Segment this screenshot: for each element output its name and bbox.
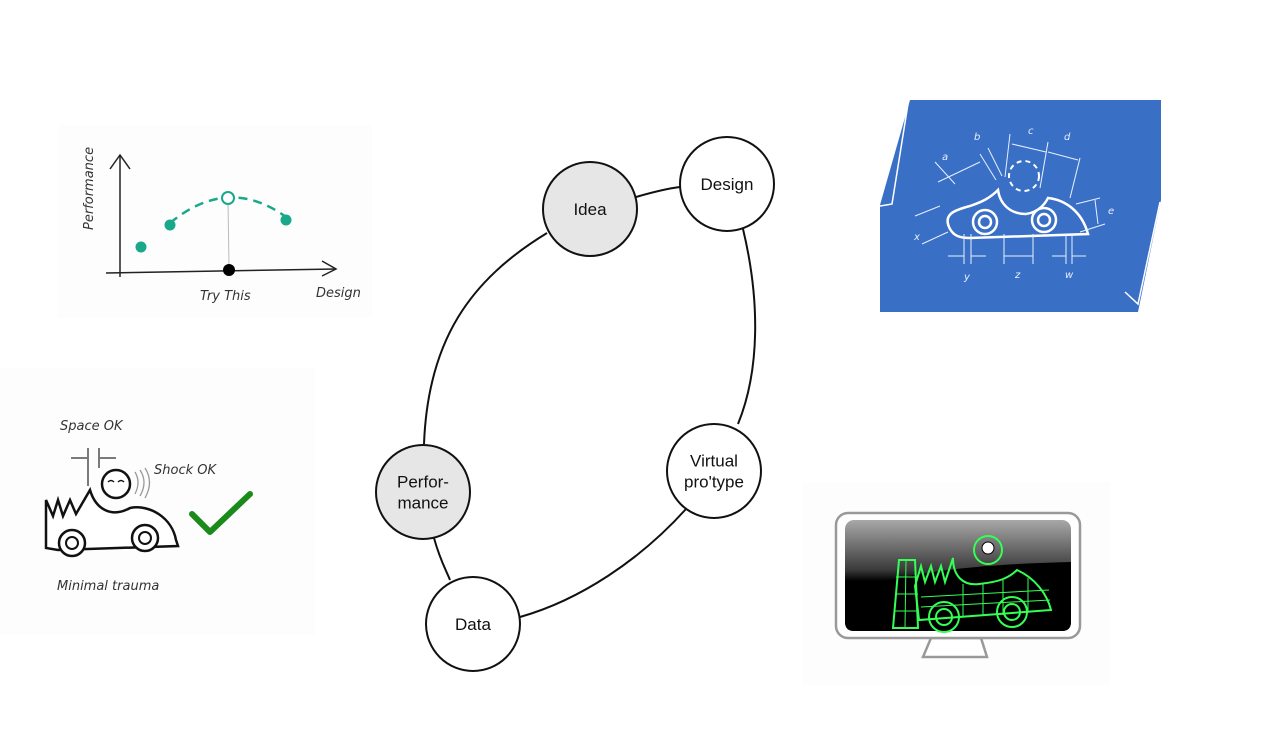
x-axis-arrow: [321, 260, 338, 277]
cycle-node-design: Design: [679, 136, 775, 232]
dim-label-z: z: [1014, 270, 1021, 281]
cycle-node-performance: Perfor-mance: [375, 444, 471, 540]
cycle-node-circle: [679, 136, 775, 232]
minimal-trauma-caption: Minimal trauma: [57, 579, 159, 594]
dim-label-a: a: [942, 152, 948, 163]
dim-label-e: e: [1108, 206, 1114, 217]
blueprint-sheet: [880, 100, 1161, 312]
blueprint-illustration: a b c d e x y z w: [870, 92, 1170, 318]
blueprint-car: [946, 187, 1090, 240]
blueprint-dimension-lines: [914, 133, 1106, 264]
shock-waves: [134, 467, 151, 499]
cycle-node-label: Perfor-: [397, 473, 449, 492]
dim-label-x: x: [913, 232, 920, 243]
edge-virtual-data: [519, 508, 687, 618]
driver-head: [100, 468, 132, 500]
y-axis-arrow: [109, 153, 131, 170]
edge-data-performance: [433, 537, 451, 581]
edge-design-virtual: [737, 228, 757, 425]
blueprint-fold-right: [1124, 201, 1161, 306]
crash-sketch-svg: Space OK Shock OK Minimal trauma: [44, 419, 253, 594]
dim-label-c: c: [1028, 126, 1034, 137]
checkmark-icon: [189, 491, 253, 535]
cycle-node-circle: [542, 161, 638, 257]
dim-label-y: y: [963, 272, 971, 283]
cycle-node-circle: [666, 423, 762, 519]
try-this-marker: [223, 264, 235, 276]
cycle-node-label: Data: [455, 615, 491, 634]
blueprint-fold-left: [879, 103, 909, 207]
cycle-node-label: Virtual: [690, 452, 738, 471]
data-point: [135, 241, 147, 253]
performance-design-chart-illustration: Performance Try This Design: [58, 125, 372, 318]
cycle-node-circle: [425, 576, 521, 672]
wireframe-car: [891, 535, 1053, 633]
cycle-node-idea: Idea: [542, 161, 638, 257]
blueprint-driver-head: [1008, 160, 1040, 192]
dim-label-d: d: [1064, 132, 1071, 143]
try-this-label: Try This: [200, 289, 251, 304]
cycle-edges: [423, 186, 757, 618]
x-axis-label: Design: [316, 286, 361, 301]
data-point: [164, 219, 176, 231]
shock-ok-label: Shock OK: [154, 463, 217, 478]
car-hubcap: [138, 531, 152, 545]
virtual-prototype-monitor-illustration: [803, 482, 1110, 685]
edge-performance-idea: [423, 232, 548, 445]
space-ok-label: Space OK: [60, 419, 124, 434]
drop-line: [227, 199, 230, 269]
edge-idea-design: [635, 186, 681, 198]
crash-test-illustration: Space OK Shock OK Minimal trauma: [0, 368, 315, 635]
cycle-node-data: Data: [425, 576, 521, 672]
data-point: [280, 214, 292, 226]
driver-eyes: [107, 479, 125, 483]
cycle-node-virtual: Virtual pro'type: [666, 423, 762, 519]
monitor-svg: [834, 511, 1082, 659]
y-axis-label: Performance: [82, 147, 97, 230]
x-axis: [105, 268, 337, 274]
chart-sketch-svg: Performance Try This Design: [82, 147, 361, 304]
cycle-node-label: mance: [397, 494, 448, 513]
optimum-point: [221, 191, 235, 205]
cycle-node-label: Idea: [573, 200, 607, 219]
cycle-node-label: Design: [701, 175, 754, 194]
cycle-node-circle: [375, 444, 471, 540]
blueprint-svg: a b c d e x y z w: [879, 100, 1161, 312]
car-hubcap: [65, 536, 79, 550]
dim-label-w: w: [1065, 270, 1074, 281]
cycle-node-label: pro'type: [684, 473, 744, 492]
dim-label-b: b: [974, 132, 980, 143]
